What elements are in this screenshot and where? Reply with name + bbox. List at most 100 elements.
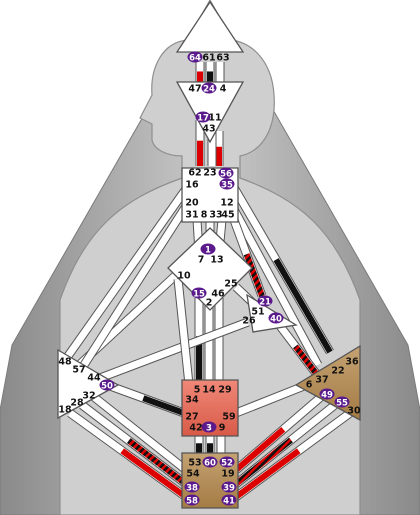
channel-18-58 (67, 409, 189, 501)
gate-28-label: 28 (70, 397, 84, 408)
gate-11-label: 11 (208, 112, 221, 123)
gate-47-label: 47 (188, 83, 201, 94)
gate-1-marker (200, 243, 216, 255)
gate-12-label: 12 (220, 197, 233, 208)
gate-31-label: 31 (185, 209, 198, 220)
gate-40-marker (268, 312, 284, 324)
gate-38-label: 38 (186, 483, 198, 493)
gate-64-label: 64 (189, 53, 201, 63)
gate-32-label: 32 (82, 390, 95, 401)
gate-56-label: 56 (220, 169, 232, 179)
channel-layer (64, 62, 353, 501)
gate-42-label: 42 (189, 422, 202, 433)
gate-24-label: 24 (203, 84, 215, 94)
gate-5-label: 5 (194, 384, 201, 395)
gate-14-label: 14 (202, 384, 216, 395)
gate-43-label: 43 (202, 123, 215, 134)
channel-30-41 (233, 409, 353, 501)
gate-63-label: 63 (216, 52, 229, 63)
gate-33-label: 33 (209, 209, 222, 220)
gate-9-label: 9 (219, 422, 226, 433)
gate-36-label: 36 (345, 356, 359, 367)
center-g-center (167, 227, 253, 311)
gate-50-marker (99, 379, 115, 391)
gate-45-label: 45 (221, 209, 234, 220)
gate-21-label: 21 (259, 297, 271, 307)
gate-25-label: 25 (224, 278, 237, 289)
gate-49-label: 49 (321, 390, 333, 400)
channel-16-48 (64, 183, 192, 359)
gate-54-label: 54 (186, 468, 200, 479)
gate-39-marker (221, 481, 237, 493)
gate-17-marker (195, 111, 211, 123)
gate-41-marker (221, 494, 237, 506)
gate-62-label: 62 (188, 167, 201, 178)
channel-49-19 (233, 392, 325, 474)
gate-10-label: 10 (177, 270, 191, 281)
center-head (175, 0, 245, 53)
channel-32-54 (91, 393, 189, 474)
channel-26-44 (98, 317, 250, 383)
channel-12-22 (226, 199, 322, 368)
gate-57-label: 57 (72, 364, 85, 375)
channel-35-36 (228, 181, 334, 355)
gate-1-label: 1 (205, 245, 211, 255)
channel-45-21 (229, 218, 267, 298)
channel-50-27 (108, 381, 186, 418)
gate-3-marker (201, 421, 217, 433)
gate-55-marker (334, 396, 350, 408)
gate-52-marker (219, 456, 235, 468)
gate-55-label: 55 (336, 398, 348, 408)
gate-19-label: 19 (221, 468, 234, 479)
gate-52-label: 52 (221, 458, 233, 468)
gate-37-label: 37 (315, 374, 328, 385)
gate-21-marker (257, 295, 273, 307)
gate-35-label: 35 (221, 180, 233, 190)
gate-26-label: 26 (242, 315, 256, 326)
center-spleen (57, 348, 120, 420)
gate-13-label: 13 (210, 254, 223, 265)
gate-49-marker (319, 388, 335, 400)
channel-6-59 (234, 381, 306, 418)
gate-16-label: 16 (185, 179, 199, 190)
channel-55-39 (233, 400, 339, 488)
gate-46-label: 46 (211, 288, 225, 299)
channel-28-38 (79, 401, 189, 488)
gate-15-marker (191, 287, 207, 299)
center-layer (57, 0, 361, 509)
gate-15-label: 15 (193, 289, 205, 299)
gate-61-label: 61 (202, 52, 215, 63)
gate-34-label: 34 (185, 394, 199, 405)
gate-6-label: 6 (306, 379, 313, 390)
gate-40-label: 40 (270, 314, 282, 324)
gate-7-label: 7 (198, 254, 205, 265)
gate-51-label: 51 (251, 306, 264, 317)
gate-39-label: 39 (223, 483, 235, 493)
center-ajna (175, 81, 245, 144)
gate-23-label: 23 (203, 167, 216, 178)
channel-20-57 (80, 200, 192, 368)
gate-41-label: 41 (223, 496, 235, 506)
gate-38-marker (184, 481, 200, 493)
gate-48-label: 48 (58, 356, 72, 367)
gate-60-marker (202, 456, 218, 468)
gate-44-label: 44 (87, 372, 101, 383)
gate-50-label: 50 (101, 381, 113, 391)
channel-10-34 (173, 278, 195, 395)
gate-59-label: 59 (222, 411, 235, 422)
gate-2-label: 2 (206, 297, 213, 308)
gate-35-marker (219, 178, 235, 190)
gate-29-label: 29 (218, 384, 231, 395)
gate-17-label: 17 (197, 113, 209, 123)
gate-8-label: 8 (201, 209, 208, 220)
gate-18-label: 18 (58, 404, 72, 415)
gate-30-label: 30 (347, 405, 361, 416)
gate-60-label: 60 (204, 458, 216, 468)
gate-64-marker (187, 51, 203, 63)
channel-40-37 (273, 319, 322, 379)
gate-58-label: 58 (186, 496, 198, 506)
gate-58-marker (184, 494, 200, 506)
